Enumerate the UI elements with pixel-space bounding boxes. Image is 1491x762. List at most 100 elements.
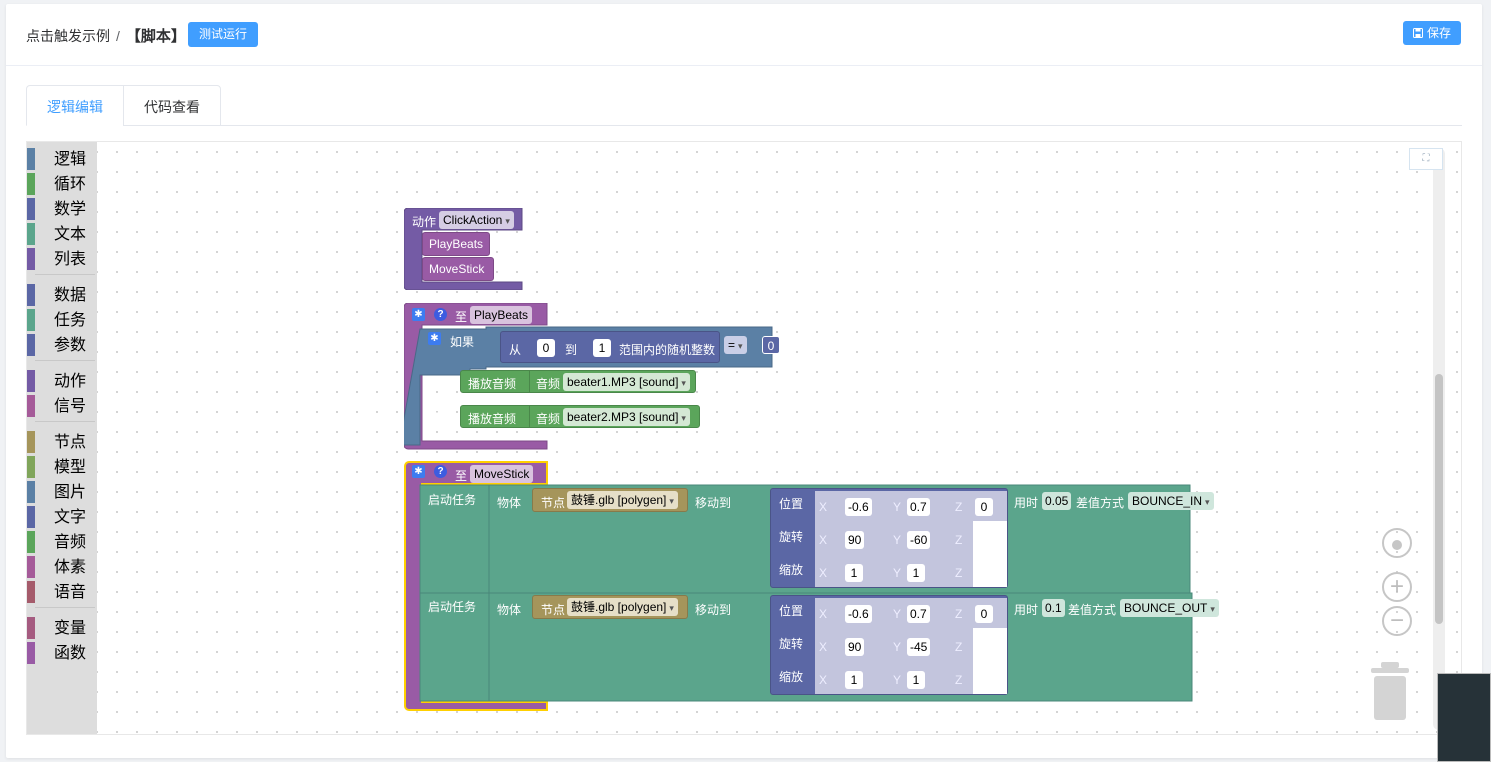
action-dropdown[interactable]: ClickAction▾ <box>439 211 514 229</box>
axis-label-z: Z <box>955 673 963 687</box>
axis-label-y: Y <box>893 673 902 687</box>
save-button[interactable]: 保存 <box>1402 21 1461 45</box>
vector-value[interactable]: 0 <box>975 498 993 516</box>
play-sound-block-1[interactable]: 播放音频 音频 beater1.MP3 [sound]▾ <box>460 370 696 393</box>
compare-op-value: = <box>728 338 736 352</box>
category-label: 动作 <box>54 373 87 390</box>
chevron-down-icon: ▾ <box>738 341 743 351</box>
position-label: 位置 <box>779 497 804 511</box>
toolbox-category[interactable]: 模型 <box>27 455 97 480</box>
model-dropdown[interactable]: 鼓锤.glb [polygen]▾ <box>567 491 678 509</box>
time-value[interactable]: 0.1 <box>1042 599 1065 617</box>
vector-value[interactable]: 1 <box>907 564 925 582</box>
interp-dropdown[interactable]: BOUNCE_OUT▾ <box>1120 599 1219 617</box>
play-sound-block-2[interactable]: 播放音频 音频 beater2.MP3 [sound]▾ <box>460 405 700 428</box>
function-playbeats-block[interactable]: ✱ ? 至 PlayBeats ✱ 如果 从 0 到 1 范围内的随机整数 =▾… <box>404 303 794 450</box>
call-movestick-block[interactable]: MoveStick <box>422 257 494 281</box>
toolbox-category[interactable]: 动作 <box>27 369 97 394</box>
function-movestick-block[interactable]: ✱ ? 至 MoveStick 启动任务物体节点鼓锤.glb [polygen]… <box>404 461 1219 713</box>
play-sound-label: 播放音频 <box>468 377 517 391</box>
axis-label-y: Y <box>893 607 902 621</box>
vector-value[interactable]: -0.6 <box>845 605 872 623</box>
compare-op-dropdown[interactable]: =▾ <box>724 336 747 354</box>
compare-value[interactable]: 0 <box>762 336 780 354</box>
toolbox-category[interactable]: 变量 <box>27 616 97 641</box>
vector-value[interactable]: 1 <box>845 671 863 689</box>
toolbox-category[interactable]: 节点 <box>27 430 97 455</box>
category-color-bar <box>27 642 35 664</box>
vector-value[interactable]: 0.7 <box>907 498 930 516</box>
header: 点击触发示例 / 【脚本】 测试运行 保存 <box>6 4 1482 66</box>
sound-dropdown-2[interactable]: beater2.MP3 [sound]▾ <box>563 408 690 426</box>
gear-icon[interactable]: ✱ <box>412 308 425 321</box>
call-playbeats-block[interactable]: PlayBeats <box>422 232 490 256</box>
vector-value[interactable]: 1 <box>845 564 863 582</box>
toolbox-category[interactable]: 列表 <box>27 247 97 272</box>
sound-dropdown-1[interactable]: beater1.MP3 [sound]▾ <box>563 373 690 391</box>
category-label: 模型 <box>54 459 87 476</box>
trash-icon[interactable] <box>1367 662 1411 722</box>
vector-value[interactable]: 0.7 <box>907 605 930 623</box>
vector-value[interactable]: 1 <box>907 671 925 689</box>
toolbox-category[interactable]: 音频 <box>27 530 97 555</box>
help-icon[interactable]: ? <box>434 308 447 321</box>
toolbox-category[interactable]: 信号 <box>27 394 97 419</box>
toolbox-category[interactable]: 语音 <box>27 580 97 605</box>
help-icon[interactable]: ? <box>434 465 447 478</box>
tab-code-view[interactable]: 代码查看 <box>123 85 221 126</box>
interp-label: 差值方式 <box>1076 496 1125 510</box>
toolbox-category[interactable]: 图片 <box>27 480 97 505</box>
func-to-label: 至 <box>455 469 468 483</box>
vector-value[interactable]: -45 <box>907 638 931 656</box>
random-int-block[interactable]: 从 0 到 1 范围内的随机整数 <box>500 331 720 363</box>
node-block[interactable]: 节点鼓锤.glb [polygen]▾ <box>532 488 688 512</box>
minimap-thumbnail[interactable] <box>1437 673 1491 762</box>
category-label: 数学 <box>54 201 87 218</box>
toolbox-category[interactable]: 函数 <box>27 641 97 666</box>
vertical-scrollbar[interactable] <box>1435 374 1443 624</box>
time-value[interactable]: 0.05 <box>1042 492 1072 510</box>
model-dropdown[interactable]: 鼓锤.glb [polygen]▾ <box>567 598 678 616</box>
action-block[interactable]: 动作 ClickAction▾ PlayBeats MoveStick <box>404 208 524 290</box>
category-label: 图片 <box>54 484 87 501</box>
toolbox-category[interactable]: 逻辑 <box>27 147 97 172</box>
toolbox-category[interactable]: 文本 <box>27 222 97 247</box>
axis-label-y: Y <box>893 566 902 580</box>
toolbox-category[interactable]: 体素 <box>27 555 97 580</box>
random-from-value[interactable]: 0 <box>537 339 555 357</box>
func-name-field[interactable]: MoveStick <box>470 465 534 483</box>
vector-value[interactable]: -60 <box>907 531 931 549</box>
test-run-button[interactable]: 测试运行 <box>188 22 259 47</box>
vector-value[interactable]: 0 <box>975 605 993 623</box>
toolbox-category[interactable]: 文字 <box>27 505 97 530</box>
toolbox-divider <box>35 360 95 361</box>
zoom-in-icon[interactable]: + <box>1382 572 1412 602</box>
vector-value[interactable]: 90 <box>845 531 865 549</box>
tab-logic-edit[interactable]: 逻辑编辑 <box>26 85 124 126</box>
axis-label-z: Z <box>955 533 963 547</box>
toolbox-category[interactable]: 循环 <box>27 172 97 197</box>
vector-value[interactable]: -0.6 <box>845 498 872 516</box>
model-value: 鼓锤.glb [polygen] <box>571 493 667 507</box>
toolbox-category[interactable]: 任务 <box>27 308 97 333</box>
random-to-value[interactable]: 1 <box>593 339 611 357</box>
category-color-bar <box>27 581 35 603</box>
node-label: 节点 <box>541 496 566 510</box>
interp-dropdown[interactable]: BOUNCE_IN▾ <box>1128 492 1214 510</box>
zoom-out-icon[interactable]: − <box>1382 606 1412 636</box>
gear-icon[interactable]: ✱ <box>412 465 425 478</box>
vector-value[interactable]: 90 <box>845 638 865 656</box>
recenter-icon[interactable] <box>1382 528 1412 558</box>
func-name-field[interactable]: PlayBeats <box>470 306 533 324</box>
audio-label: 音频 <box>536 377 561 391</box>
fullscreen-icon[interactable]: ⛶ <box>1409 148 1443 170</box>
breadcrumb-parent[interactable]: 点击触发示例 <box>26 27 110 44</box>
toolbox-category[interactable]: 数学 <box>27 197 97 222</box>
toolbox-category[interactable]: 参数 <box>27 333 97 358</box>
node-block[interactable]: 节点鼓锤.glb [polygen]▾ <box>532 595 688 619</box>
toolbox-category[interactable]: 数据 <box>27 283 97 308</box>
blockly-workspace[interactable]: 逻辑循环数学文本列表数据任务参数动作信号节点模型图片文字音频体素语音变量函数 动… <box>26 141 1462 735</box>
gear-icon[interactable]: ✱ <box>428 332 441 345</box>
